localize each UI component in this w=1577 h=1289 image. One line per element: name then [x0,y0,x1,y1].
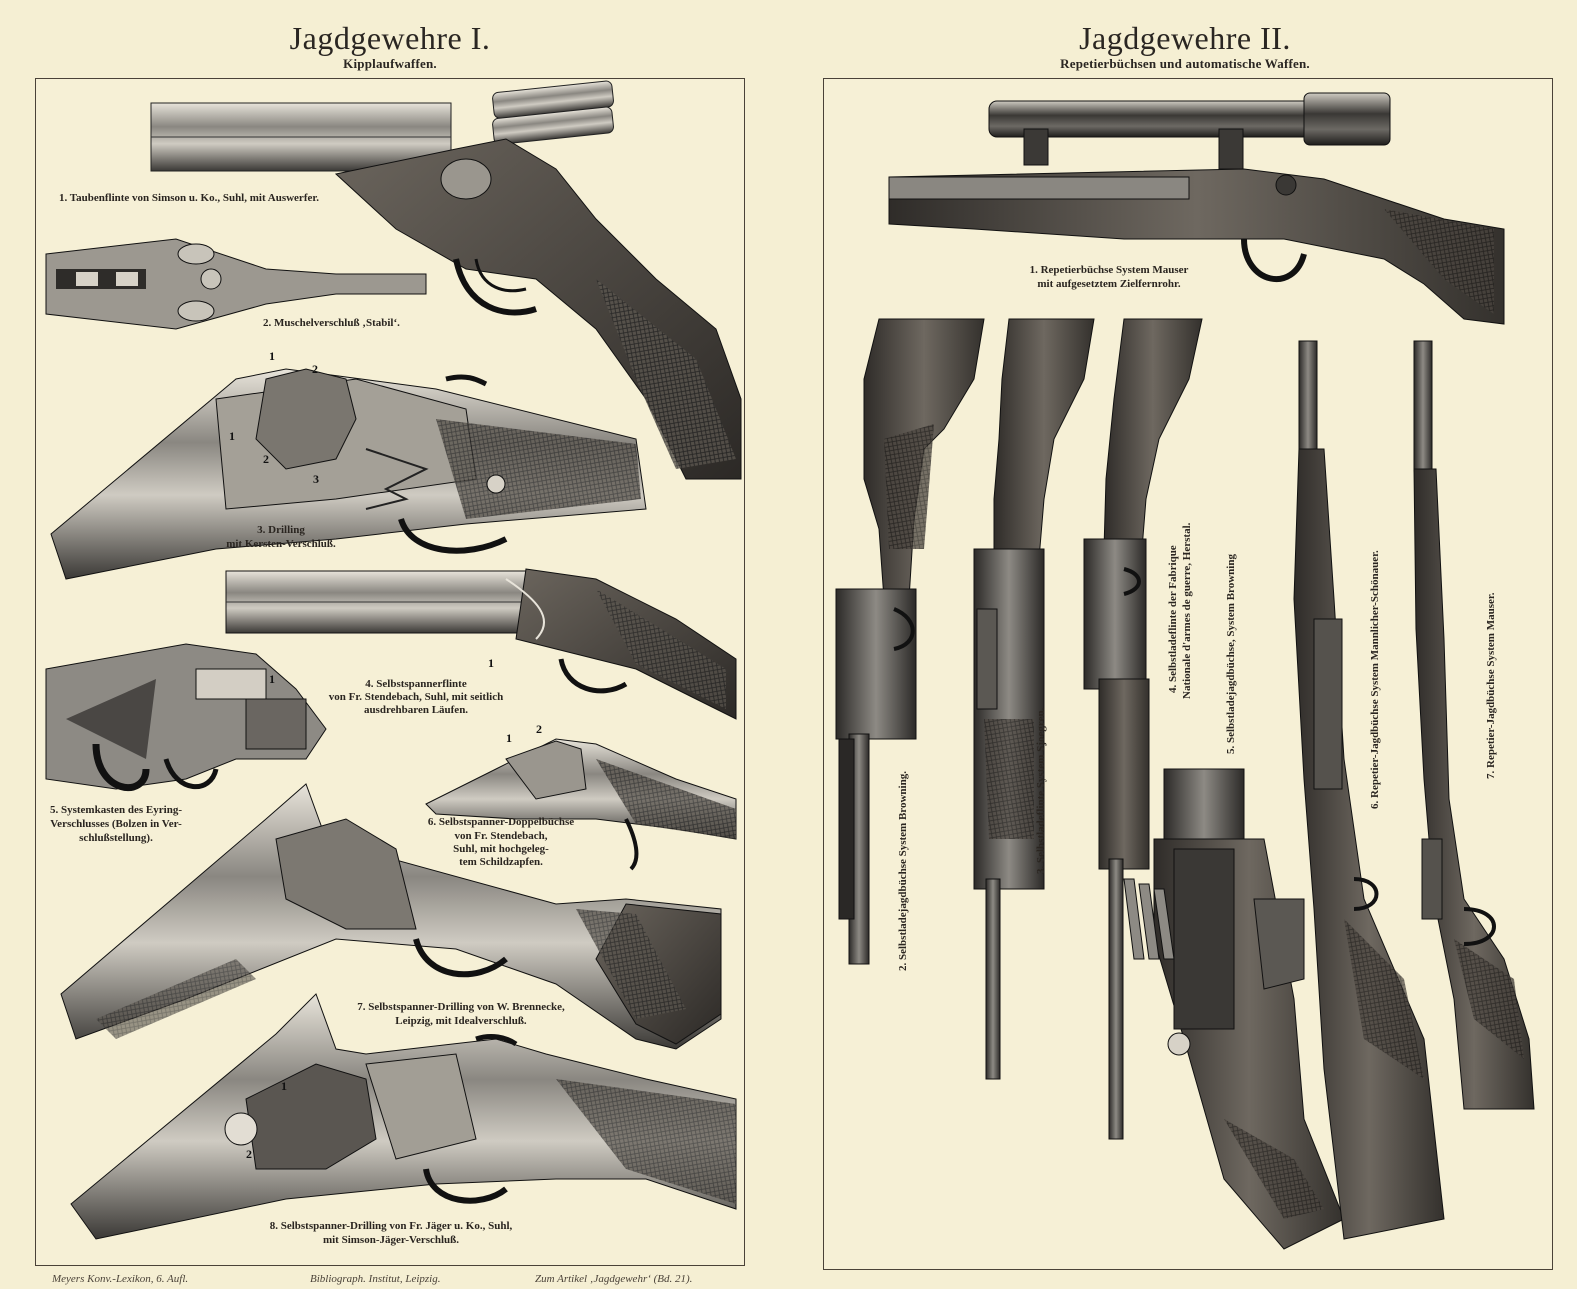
fig3-drilling [50,368,647,580]
caption-fig6-line3: Suhl, mit hochgeleg- [453,843,549,855]
caption-fig7-line1: 7. Selbstspanner-Drilling von W. Brennec… [357,1001,565,1013]
fig3-marker-3: 3 [313,472,319,486]
footer-publisher-left: Meyers Konv.-Lexikon, 6. Aufl. [52,1273,189,1285]
left-plate-illustrations [45,80,742,1240]
caption-right-fig1-line2: mit aufgesetztem Zielfernrohr. [1037,278,1181,290]
fig4-marker-1: 1 [488,656,494,670]
caption-fig8-line1: 8. Selbstspanner-Drilling von Fr. Jäger … [269,1220,513,1232]
caption-fig7-line2: Leipzig, mit Idealverschluß. [395,1015,527,1027]
caption-fig4-line1: 4. Selbstspannerflinte [365,678,467,690]
caption-right-fig2: 2. Selbstladejagdbüchse System Browning. [897,771,909,971]
left-plate: 1 2 1 2 3 1 1 1 2 1 2 1. Taubenflinte vo… [35,78,745,1266]
fig4-selbstspannerflinte [225,568,737,720]
caption-right-fig3: 3. Selbstladeflinte System Sjoegren. [1035,707,1047,874]
fig2-browning-rifle [835,318,985,965]
caption-fig6-line4: tem Schildzapfen. [459,856,543,868]
caption-fig5-line3: schlußstellung). [79,832,153,844]
fig8-jaeger-drilling [70,993,737,1240]
caption-fig3-line1: 3. Drilling [257,524,305,536]
footer-publisher-center: Bibliograph. Institut, Leipzig. [310,1273,441,1285]
caption-fig3-line2: mit Kersten-Verschluß. [226,538,336,550]
fig8-marker-2: 2 [246,1147,252,1161]
caption-fig4-line2: von Fr. Stendebach, Suhl, mit seitlich [328,691,504,703]
fig3-sjoegren-shotgun [973,318,1095,1080]
fig3-marker-1: 1 [269,349,275,363]
caption-right-fig4-line2: Nationale d'armes de guerre, Herstal. [1181,522,1193,699]
fig5-systemkasten-eyring [45,643,327,792]
caption-fig4-line3: ausdrehbaren Läufen. [363,704,469,716]
caption-right-fig6: 6. Repetier-Jagdbüchse System Mannlicher… [1369,550,1381,809]
fig3-marker-1b: 1 [229,429,235,443]
fig2-muschelverschluss [45,238,427,330]
fig4-fn-herstal-shotgun [1083,318,1203,1140]
caption-fig6-line1: 6. Selbstspanner-Doppelbüchse [427,816,575,828]
caption-fig8-line2: mit Simson-Jäger-Verschluß. [322,1234,460,1246]
caption-fig2: 2. Muschelverschluß ‚Stabil‘. [263,317,400,329]
right-page-title: Jagdgewehre II. [1079,20,1291,56]
fig7-mauser-rifle [1413,340,1535,1110]
fig3-marker-2b: 2 [263,452,269,466]
caption-right-fig4-line1: 4. Selbstladeflinte der Fabrique [1167,545,1179,693]
fig6-marker-2: 2 [536,722,542,736]
right-plate-illustrations [835,92,1535,1250]
caption-right-fig7: 7. Repetier-Jagdbüchse System Mauser. [1485,592,1497,779]
footer-article-ref: Zum Artikel ‚Jagdgewehr‘ (Bd. 21). [535,1273,693,1285]
caption-fig1: 1. Taubenflinte von Simson u. Ko., Suhl,… [59,192,319,204]
fig5-browning-detail [1123,768,1345,1250]
right-plate: 1. Repetierbüchse System Mauser mit aufg… [823,78,1553,1270]
left-page-subtitle: Kipplaufwaffen. [343,56,437,71]
left-page-title: Jagdgewehre I. [289,20,491,56]
caption-fig5-line2: Verschlusses (Bolzen in Ver- [50,818,182,830]
fig1-mauser-scope-rifle [888,92,1505,325]
fig6-mannlicher-schoenauer [1293,340,1445,1240]
caption-fig6-line2: von Fr. Stendebach, [454,830,548,842]
fig6-doppelbuechse [425,738,737,871]
caption-right-fig5: 5. Selbstladejagdbüchse, System Browning [1225,554,1237,754]
fig8-marker-1: 1 [281,1079,287,1093]
caption-right-fig1-line1: 1. Repetierbüchse System Mauser [1029,264,1189,276]
fig3-marker-2: 2 [312,362,318,376]
fig5-marker-1: 1 [269,672,275,686]
right-page-subtitle: Repetierbüchsen und automatische Waffen. [1060,56,1310,71]
caption-fig5-line1: 5. Systemkasten des Eyring- [49,804,182,816]
fig1-taubenflinte [150,80,742,480]
fig6-marker-1: 1 [506,731,512,745]
fig7-brennecke-drilling [60,783,722,1050]
